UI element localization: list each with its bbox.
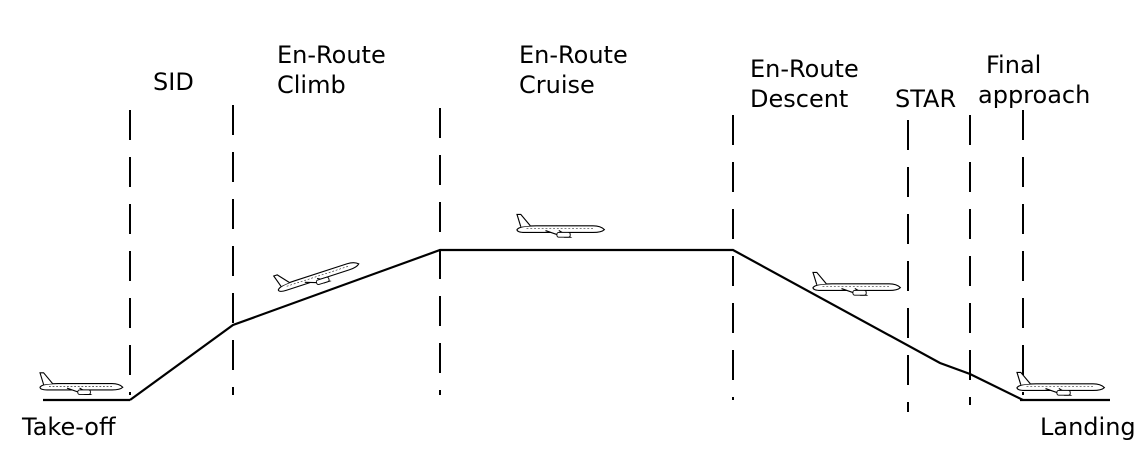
label-descent-line2: Descent [750, 85, 849, 113]
label-final: Final approach [978, 50, 1090, 110]
plane-icon-descent [812, 271, 901, 296]
phase-dividers [129, 105, 1024, 412]
plane-icon-climb [273, 249, 362, 298]
label-cruise-line2: Cruise [519, 71, 595, 99]
plane-icon-takeoff [39, 372, 124, 395]
plane-icon-cruise [516, 213, 605, 238]
flight-path [129, 248, 1024, 401]
label-climb-line2: Climb [277, 71, 346, 99]
plane-icon-landing [1016, 371, 1105, 396]
label-landing: Landing [1040, 413, 1136, 441]
label-climb-line1: En-Route [277, 41, 386, 69]
label-cruise: En-Route Cruise [519, 40, 628, 100]
label-final-line1: Final [986, 51, 1042, 79]
label-final-line2: approach [978, 81, 1091, 109]
label-descent: En-Route Descent [750, 54, 859, 114]
label-star: STAR [895, 85, 957, 113]
label-descent-line1: En-Route [750, 55, 859, 83]
label-sid: SID [153, 68, 194, 96]
label-climb: En-Route Climb [277, 40, 386, 100]
label-takeoff: Take-off [22, 413, 116, 441]
label-cruise-line1: En-Route [519, 41, 628, 69]
